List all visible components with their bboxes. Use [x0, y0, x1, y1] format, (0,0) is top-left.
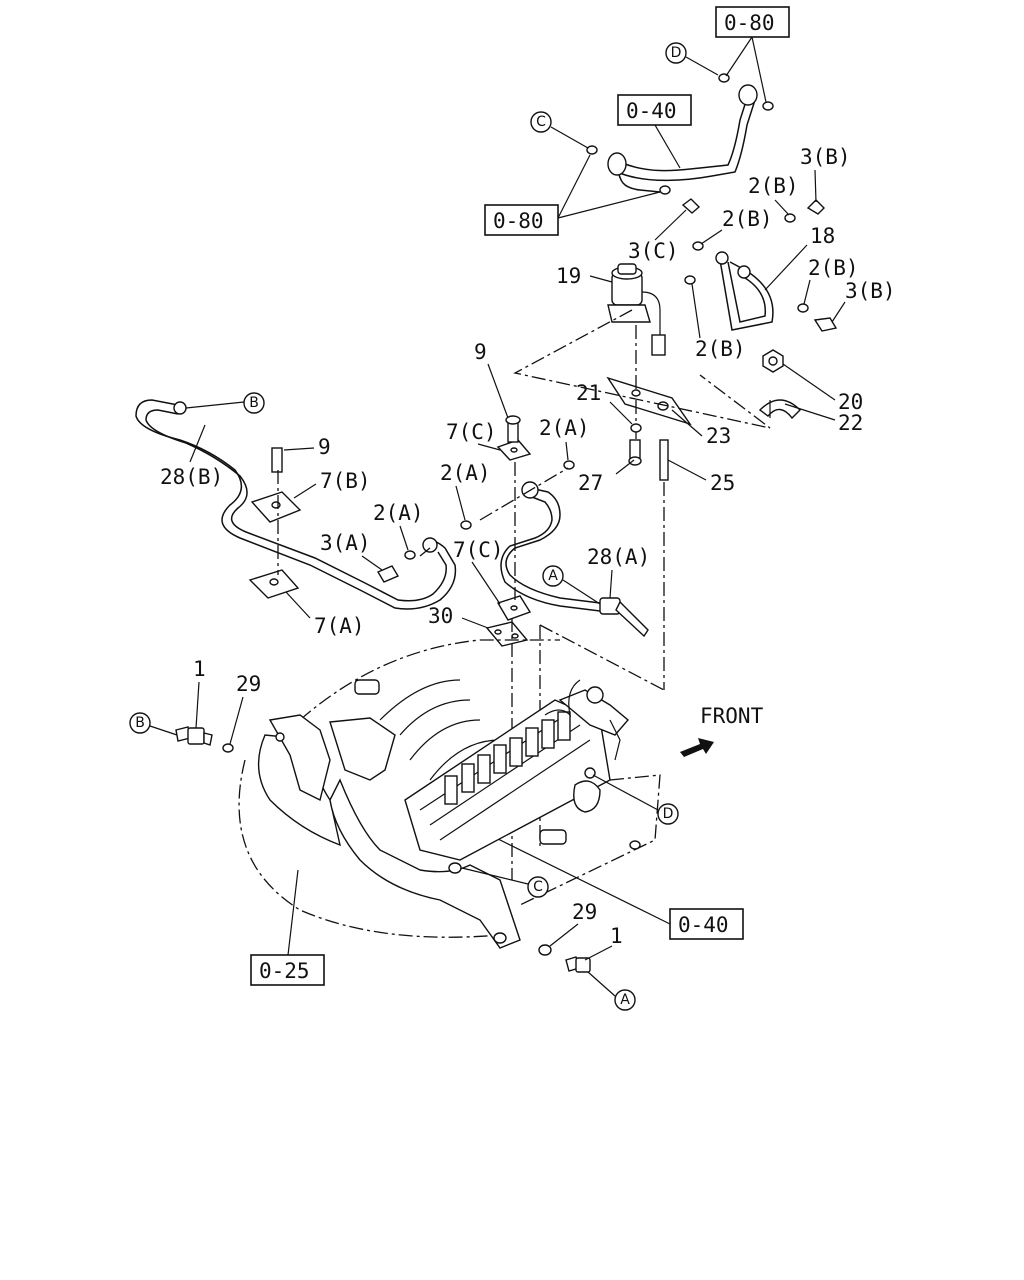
label-25: 25 [710, 471, 735, 495]
label-27: 27 [578, 471, 603, 495]
bracket-7B [250, 447, 302, 523]
ref-label: 0-80 [724, 11, 775, 35]
label-2B-b: 2(B) [722, 207, 773, 231]
label-3B-right: 3(B) [845, 279, 896, 303]
callout-C-top: C [530, 111, 589, 149]
washer-29-bottom [538, 944, 552, 956]
nut-20 [762, 349, 784, 373]
intake-manifold [238, 639, 567, 949]
washer-29-left [222, 743, 234, 753]
label-28A: 28(A) [587, 545, 650, 569]
sensor-1-left [175, 726, 213, 746]
sensor-1-bottom [565, 956, 591, 973]
ref-box-0-40-top: 0-40 [617, 94, 692, 126]
plate-30 [485, 621, 529, 647]
label-22: 22 [838, 411, 863, 435]
upper-fuel-pipe [586, 73, 774, 195]
bolt-27 [628, 439, 642, 466]
bracket-7C-top [496, 415, 532, 461]
callout-D-bottom: D [592, 774, 679, 825]
part-labels: 3(B) 2(B) 2(B) 18 2(B) 3(B) 3(C) 19 2(B)… [160, 145, 896, 961]
label-1-bottom: 1 [610, 924, 623, 948]
ref-box-0-80-top: 0-80 [715, 6, 790, 38]
label-28B: 28(B) [160, 465, 223, 489]
label-7C-top: 7(C) [446, 420, 497, 444]
stud-25 [659, 439, 669, 690]
label-20: 20 [838, 390, 863, 414]
bolt-3A [376, 565, 400, 583]
label-9-top: 9 [474, 340, 487, 364]
ref-leaders [287, 36, 767, 956]
callout-A-bottom: A [587, 971, 636, 1011]
callout-D-top: D [665, 42, 719, 76]
ref-box-0-80-left: 0-80 [484, 204, 559, 236]
label-29-left: 29 [236, 672, 261, 696]
label-7C-mid: 7(C) [453, 538, 504, 562]
svg-text:D: D [671, 45, 682, 61]
label-7B: 7(B) [320, 469, 371, 493]
bracket-7C-mid [496, 595, 532, 621]
callout-B-left: B [129, 712, 178, 736]
solenoid-valve-19 [607, 263, 666, 356]
callout-C-bottom: C [461, 867, 549, 898]
front-arrow-icon [680, 738, 714, 757]
label-23: 23 [706, 424, 731, 448]
svg-text:A: A [620, 992, 630, 1008]
pipe-18 [715, 251, 774, 331]
ref-label: 0-80 [493, 209, 544, 233]
bracket-23 [606, 376, 692, 426]
svg-text:B: B [135, 715, 145, 731]
label-9-left: 9 [318, 435, 331, 459]
label-30: 30 [428, 604, 453, 628]
injection-pump [404, 679, 661, 906]
ref-label: 0-40 [678, 913, 729, 937]
pipe-28A [500, 481, 649, 638]
label-19: 19 [556, 264, 581, 288]
bracket-dash-lines [513, 309, 771, 440]
callout-A-pipe: A [542, 565, 601, 605]
ref-label: 0-25 [259, 959, 310, 983]
washer-21 [630, 423, 642, 433]
label-2A-top: 2(A) [539, 416, 590, 440]
svg-text:C: C [536, 114, 546, 130]
bolts-3B-3C [681, 198, 838, 332]
label-2A-left: 2(A) [373, 501, 424, 525]
front-indicator: FRONT [680, 704, 764, 757]
label-3B-top: 3(B) [800, 145, 851, 169]
svg-text:B: B [249, 395, 259, 411]
ref-label: 0-40 [626, 99, 677, 123]
svg-text:D: D [663, 806, 674, 822]
label-1-left: 1 [193, 657, 206, 681]
label-3A: 3(A) [320, 531, 371, 555]
pipe-28B [135, 399, 457, 610]
label-3C: 3(C) [628, 239, 679, 263]
label-2B-a: 2(B) [748, 174, 799, 198]
ref-box-0-40-bottom: 0-40 [669, 908, 744, 940]
label-21: 21 [576, 381, 601, 405]
label-2B-c: 2(B) [808, 256, 859, 280]
callout-B-pipe: B [185, 392, 265, 414]
label-2A-mid: 2(A) [440, 461, 491, 485]
ref-box-0-25: 0-25 [250, 954, 325, 986]
label-18: 18 [810, 224, 835, 248]
label-2B-d: 2(B) [695, 337, 746, 361]
clip-22 [758, 399, 801, 420]
washers-2A [404, 460, 575, 560]
label-7A: 7(A) [314, 614, 365, 638]
bracket-7A [248, 569, 300, 599]
front-label: FRONT [700, 704, 764, 728]
label-29-bottom: 29 [572, 900, 597, 924]
svg-text:A: A [548, 568, 558, 584]
svg-text:C: C [533, 879, 543, 895]
washers-2B [684, 213, 809, 313]
